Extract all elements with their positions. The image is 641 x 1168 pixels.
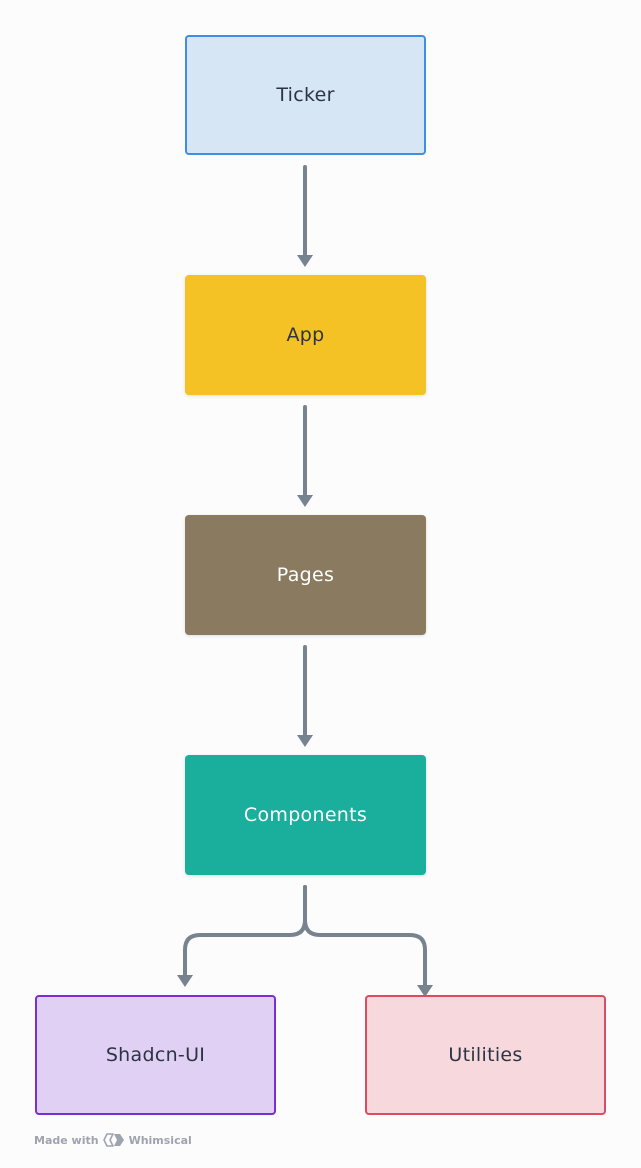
node-components-label: Components xyxy=(243,804,368,826)
arrowhead-utilities xyxy=(417,985,433,997)
node-app[interactable]: App xyxy=(185,275,426,395)
node-ticker-label: Ticker xyxy=(276,84,335,106)
node-app-label: App xyxy=(286,324,325,346)
arrowhead-components xyxy=(297,735,313,747)
arrowhead-pages xyxy=(297,495,313,507)
whimsical-logo-icon xyxy=(102,1133,125,1147)
edge-components-utilities xyxy=(303,885,427,987)
node-shadcn-ui[interactable]: Shadcn-UI xyxy=(35,995,276,1115)
node-pages-label: Pages xyxy=(276,564,335,586)
whimsical-brand-label: Whimsical xyxy=(128,1133,192,1147)
node-ticker[interactable]: Ticker xyxy=(185,35,426,155)
arrowhead-shadcn xyxy=(177,975,193,987)
node-pages[interactable]: Pages xyxy=(185,515,426,635)
node-utilities-label: Utilities xyxy=(448,1044,523,1066)
edge-components-shadcn xyxy=(183,885,307,977)
made-with-label: Made with xyxy=(34,1133,99,1147)
node-utilities[interactable]: Utilities xyxy=(365,995,606,1115)
arrowhead-app xyxy=(297,255,313,267)
node-shadcn-ui-label: Shadcn-UI xyxy=(105,1044,206,1066)
node-components[interactable]: Components xyxy=(185,755,426,875)
made-with-whimsical-badge[interactable]: Made with Whimsical xyxy=(34,1133,192,1147)
